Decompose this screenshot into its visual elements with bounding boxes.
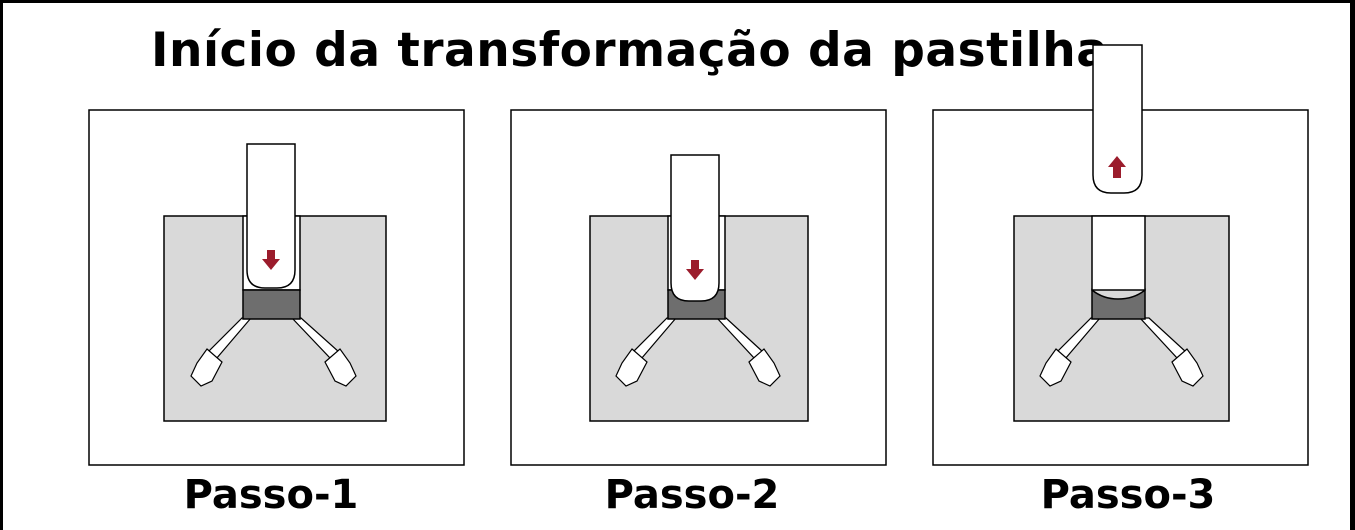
step-3-label: Passo-3 (1040, 472, 1216, 518)
step-1-nozzle-left (190, 348, 223, 387)
step-3-tablet (1091, 288, 1146, 320)
step-2-down-arrow-icon (686, 260, 704, 280)
step-3-panel (932, 44, 1309, 466)
step-3-up-arrow-icon (1108, 156, 1126, 178)
step-1-tablet (242, 289, 301, 320)
diagram-title: Início da transformação da pastilha (151, 23, 1109, 78)
step-1-panel (88, 109, 465, 466)
step-1-punch (246, 143, 296, 289)
step-3-punch (1092, 44, 1143, 194)
step-3-die-cavity (1091, 215, 1146, 291)
diagram-artwork (88, 44, 1309, 466)
step-3-channels (1039, 317, 1204, 387)
step-2-nozzle-right (748, 348, 781, 387)
step-2-label: Passo-2 (604, 472, 780, 518)
step-3-nozzle-left (1039, 348, 1072, 387)
step-1-label: Passo-1 (183, 472, 359, 518)
step-1-channels (190, 317, 357, 387)
step-2-punch (670, 154, 720, 302)
step-1-down-arrow-icon (262, 250, 280, 270)
step-2-panel (510, 109, 887, 466)
step-1-nozzle-right (324, 348, 357, 387)
step-2-nozzle-left (615, 348, 648, 387)
step-3-nozzle-right (1171, 348, 1204, 387)
